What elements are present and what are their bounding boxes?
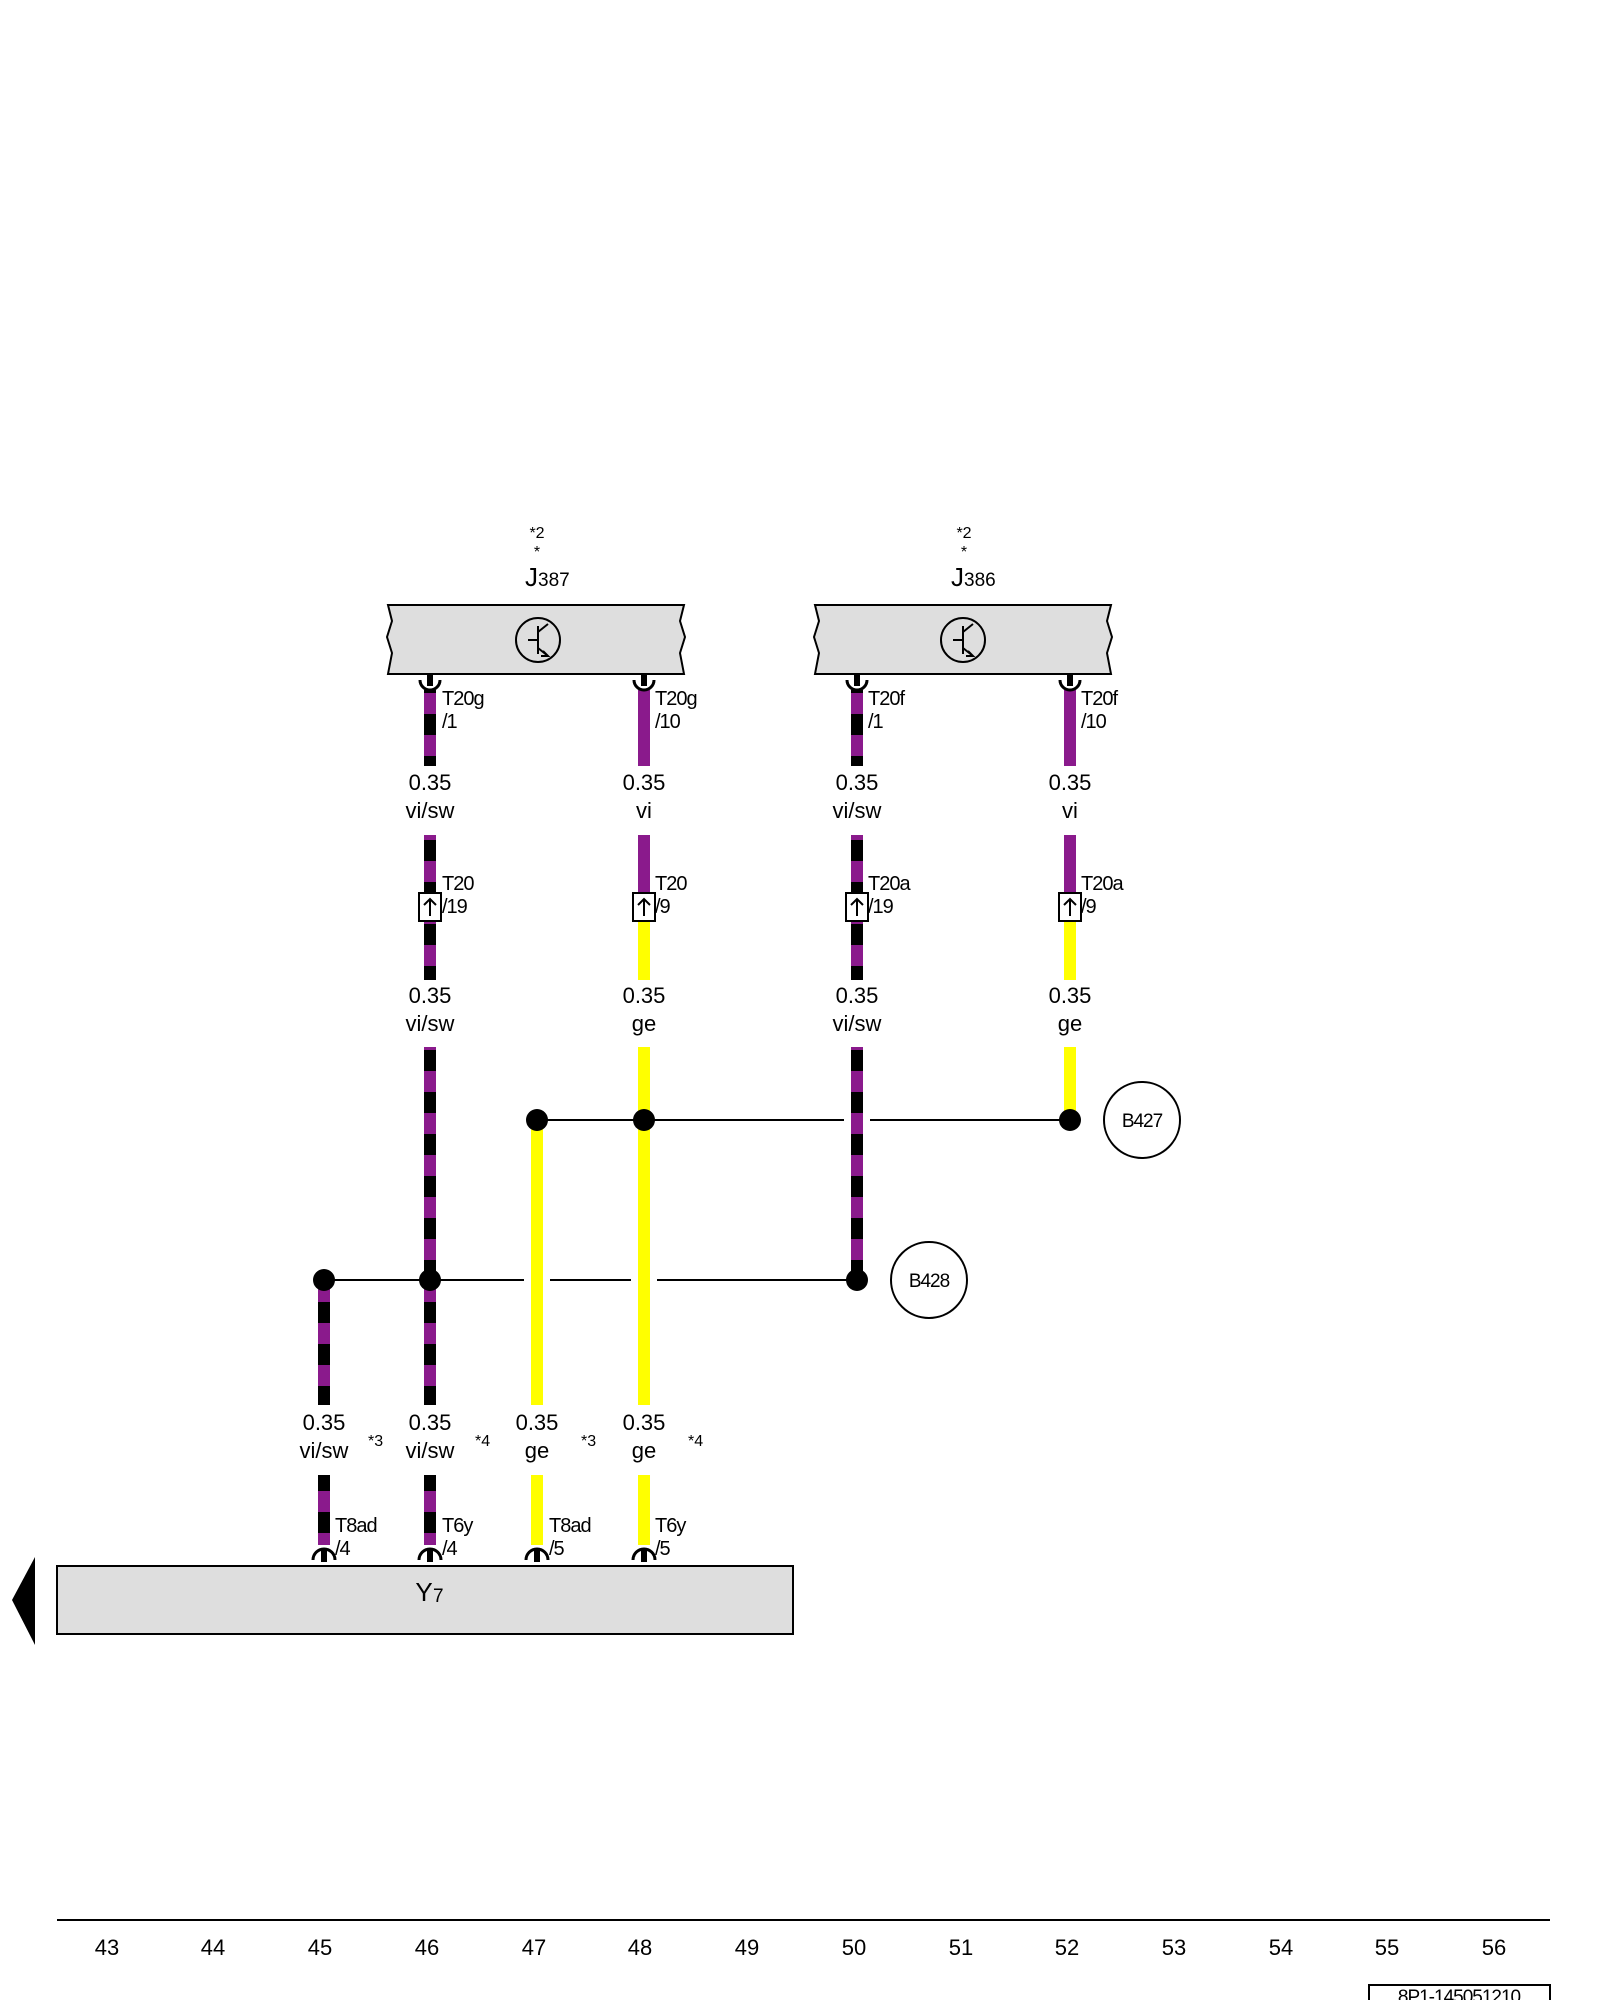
column-number: 46: [415, 1935, 439, 1960]
j386-sub: 386: [964, 570, 996, 591]
column-numbers: 43 44 45 46 47 48 49 50 51 52 53 54 55 5…: [95, 1935, 1506, 1960]
wire-color: vi/sw: [833, 1011, 882, 1036]
document-id-box: 8P1-145051210: [1368, 1984, 1551, 2000]
column-number: 56: [1482, 1935, 1506, 1960]
pin-labels: T20g /1 T20g /10 T20f /1 T20f /10 T20 /1…: [335, 688, 1125, 1560]
pin-name: T20f: [868, 688, 905, 710]
wire-size: 0.35: [836, 770, 879, 795]
j386-label: J: [951, 562, 964, 592]
wire-size: 0.35: [623, 983, 666, 1008]
pin-name: T8ad: [549, 1515, 591, 1537]
pin-name: T20: [655, 873, 687, 895]
connection-lines: [324, 1119, 1070, 1281]
wire-color: ge: [632, 1011, 656, 1036]
j387-note: *2: [529, 525, 544, 542]
wire-labels: 0.35 vi/sw 0.35 vi 0.35 vi/sw 0.35 vi 0.…: [300, 770, 1092, 1463]
transistor-icon: [940, 617, 986, 663]
component-j387: [385, 604, 687, 675]
column-number: 47: [522, 1935, 546, 1960]
y7-label: Y: [415, 1577, 432, 1607]
wire-size: 0.35: [623, 1410, 666, 1435]
wire-color: vi: [636, 798, 652, 823]
wire-note: *4: [688, 1433, 703, 1450]
wire-size: 0.35: [516, 1410, 559, 1435]
pin-name: T20a: [868, 873, 911, 895]
wire-size: 0.35: [1049, 983, 1092, 1008]
component-y7: Y 7: [56, 1565, 794, 1635]
wire-size: 0.35: [409, 1410, 452, 1435]
continuation-arrow-icon: [12, 1557, 35, 1645]
column-number: 52: [1055, 1935, 1079, 1960]
connection-b427: B427: [1103, 1081, 1181, 1159]
wire-color: ge: [525, 1438, 549, 1463]
column-number: 54: [1269, 1935, 1293, 1960]
wire-color: vi/sw: [833, 798, 882, 823]
wire-note: *4: [475, 1433, 490, 1450]
j386-note: *2: [956, 525, 971, 542]
wire-color: ge: [1058, 1011, 1082, 1036]
j386-star: *: [961, 544, 967, 561]
pin-name: T8ad: [335, 1515, 377, 1537]
wire-note: *3: [368, 1433, 383, 1450]
pin-number: /10: [1081, 711, 1107, 733]
pin-number: /9: [655, 896, 671, 918]
wire-note: *3: [581, 1433, 596, 1450]
pin-symbols-top: [418, 674, 1082, 692]
j387-label: J: [525, 562, 538, 592]
pin-number: /9: [1081, 896, 1097, 918]
pin-name: T20: [442, 873, 474, 895]
junction-dots: [313, 1109, 1081, 1291]
pin-symbols-bottom: [311, 1547, 657, 1562]
column-number: 55: [1375, 1935, 1399, 1960]
pin-number: /1: [442, 711, 458, 733]
document-id: 8P1-145051210: [1398, 1987, 1521, 2000]
column-number: 44: [201, 1935, 225, 1960]
wire-color: ge: [632, 1438, 656, 1463]
j387-sub: 387: [538, 570, 570, 591]
pin-name: T6y: [442, 1515, 473, 1537]
pin-number: /5: [549, 1538, 565, 1560]
pin-number: /5: [655, 1538, 671, 1560]
transistor-icon: [515, 617, 561, 663]
pin-number: /1: [868, 711, 884, 733]
y7-sub: 7: [433, 1586, 444, 1607]
component-j386: [812, 604, 1114, 675]
pin-number: /19: [868, 896, 894, 918]
pin-number: /4: [442, 1538, 458, 1560]
pin-name: T20a: [1081, 873, 1124, 895]
wire-size: 0.35: [1049, 770, 1092, 795]
pin-number: /10: [655, 711, 681, 733]
b427-label: B427: [1122, 1111, 1163, 1132]
pin-number: /19: [442, 896, 468, 918]
pin-name: T20g: [442, 688, 484, 710]
j387-star: *: [534, 544, 540, 561]
column-number: 50: [842, 1935, 866, 1960]
inline-connector-boxes: [418, 892, 1082, 922]
column-number: 43: [95, 1935, 119, 1960]
wire-size: 0.35: [623, 770, 666, 795]
wire-size: 0.35: [303, 1410, 346, 1435]
column-number: 45: [308, 1935, 332, 1960]
wire-segments: [318, 690, 1076, 1545]
wire-color: vi/sw: [406, 798, 455, 823]
wire-color: vi/sw: [406, 1011, 455, 1036]
column-number: 49: [735, 1935, 759, 1960]
pin-number: /4: [335, 1538, 351, 1560]
wire-color: vi: [1062, 798, 1078, 823]
b428-label: B428: [909, 1271, 950, 1292]
wire-size: 0.35: [409, 770, 452, 795]
pin-name: T20g: [655, 688, 697, 710]
column-number: 48: [628, 1935, 652, 1960]
wire-color: vi/sw: [406, 1438, 455, 1463]
connection-b428: B428: [890, 1241, 968, 1319]
wire-size: 0.35: [409, 983, 452, 1008]
pin-name: T20f: [1081, 688, 1118, 710]
column-number: 53: [1162, 1935, 1186, 1960]
wire-color: vi/sw: [300, 1438, 349, 1463]
pin-name: T6y: [655, 1515, 686, 1537]
wire-size: 0.35: [836, 983, 879, 1008]
column-number: 51: [949, 1935, 973, 1960]
